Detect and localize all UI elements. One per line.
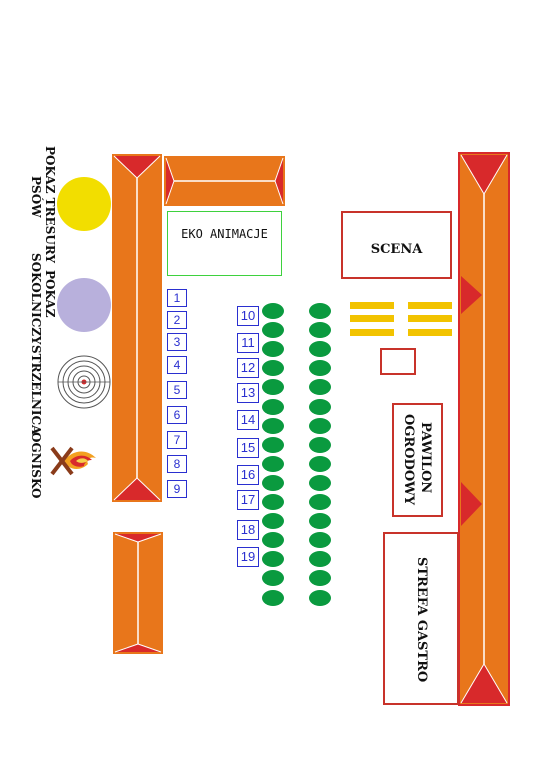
seat-dot xyxy=(262,341,284,357)
seat-dot xyxy=(309,456,331,472)
stand-11: 11 xyxy=(237,333,259,353)
eco-animation-label: EKO ANIMACJE xyxy=(181,227,268,241)
seat-dot xyxy=(309,551,331,567)
seat-dot xyxy=(262,590,284,606)
seat-dot xyxy=(262,532,284,548)
falcon-show-circle xyxy=(57,278,111,332)
gastro-box xyxy=(383,532,459,705)
stand-3: 3 xyxy=(167,333,187,351)
stage-box xyxy=(341,211,452,279)
seat-dot xyxy=(262,379,284,395)
seat-dot xyxy=(309,418,331,434)
tent-left-tall xyxy=(112,154,162,502)
seat-dot xyxy=(309,399,331,415)
seat-dot xyxy=(262,513,284,529)
seat-dot xyxy=(309,437,331,453)
stand-12: 12 xyxy=(237,358,259,378)
stage-label: SCENA xyxy=(370,242,423,257)
seat-dot xyxy=(262,399,284,415)
label-campfire: OGNISKO xyxy=(29,432,43,499)
bench xyxy=(350,329,394,336)
stand-13: 13 xyxy=(237,383,259,403)
stand-8: 8 xyxy=(167,455,187,473)
bench xyxy=(408,315,452,322)
stand-9: 9 xyxy=(167,480,187,498)
stand-14: 14 xyxy=(237,410,259,430)
stand-19: 19 xyxy=(237,547,259,567)
seat-dot xyxy=(309,322,331,338)
seat-dot xyxy=(262,456,284,472)
dog-show-circle xyxy=(57,177,111,231)
bench xyxy=(408,329,452,336)
seat-dot xyxy=(309,590,331,606)
stand-17: 17 xyxy=(237,490,259,510)
seat-dot xyxy=(262,360,284,376)
seat-dot xyxy=(262,475,284,491)
eco-animation-box xyxy=(167,211,282,276)
seat-dot xyxy=(262,437,284,453)
seat-dot xyxy=(309,360,331,376)
bench xyxy=(350,315,394,322)
label-falcon-1: POKAZ xyxy=(43,270,57,318)
seat-dot xyxy=(262,418,284,434)
seat-dot xyxy=(309,532,331,548)
seat-dot xyxy=(309,494,331,510)
seat-dot xyxy=(262,303,284,319)
stand-10: 10 xyxy=(237,306,259,326)
seat-dot xyxy=(309,303,331,319)
target-icon xyxy=(57,355,111,409)
label-falcon-2: SOKOLNICZY xyxy=(29,253,43,345)
seat-dot xyxy=(309,475,331,491)
tent-top xyxy=(164,156,285,206)
pavilion-label-1: PAWILON xyxy=(417,422,433,494)
seat-dot xyxy=(309,570,331,586)
stand-4: 4 xyxy=(167,356,187,374)
label-shooting: STRZELNICA xyxy=(29,345,43,435)
pavilion-label-2: OGRODOWY xyxy=(400,414,416,506)
seat-dot xyxy=(309,513,331,529)
campfire-icon xyxy=(50,446,96,476)
label-dog-show-1: POKAZ TRESURY xyxy=(43,146,57,264)
bench xyxy=(408,302,452,309)
stand-1: 1 xyxy=(167,289,187,307)
tent-left-short xyxy=(113,532,163,654)
label-dog-show-2: PSÓW xyxy=(29,176,43,218)
stand-2: 2 xyxy=(167,311,187,329)
gastro-label: STREFA GASTRO xyxy=(413,557,429,683)
tent-right xyxy=(458,152,510,706)
seat-dot xyxy=(309,379,331,395)
bench xyxy=(350,302,394,309)
seat-dot xyxy=(262,494,284,510)
pavilion-box xyxy=(392,403,443,517)
seat-dot xyxy=(309,341,331,357)
stand-5: 5 xyxy=(167,381,187,399)
stand-18: 18 xyxy=(237,520,259,540)
sound-booth xyxy=(380,348,416,375)
stand-16: 16 xyxy=(237,465,259,485)
seat-dot xyxy=(262,551,284,567)
stand-6: 6 xyxy=(167,406,187,424)
seat-dot xyxy=(262,570,284,586)
seat-dot xyxy=(262,322,284,338)
stand-15: 15 xyxy=(237,438,259,458)
stand-7: 7 xyxy=(167,431,187,449)
